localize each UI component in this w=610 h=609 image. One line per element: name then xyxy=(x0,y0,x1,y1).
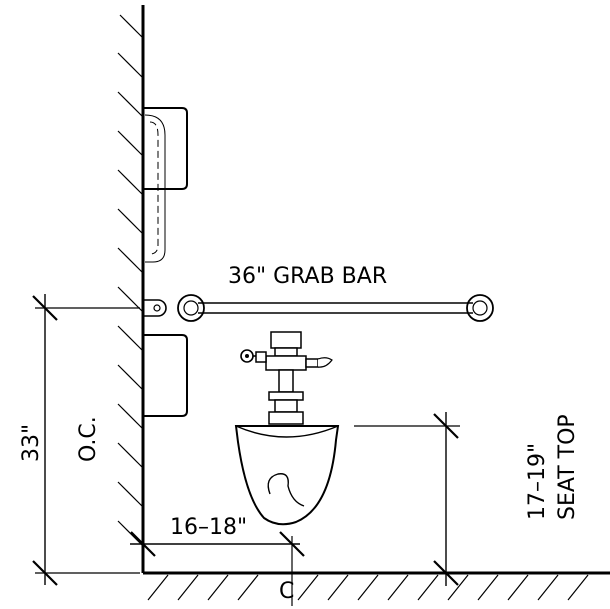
wall-flange xyxy=(143,299,167,317)
grab-bar-height-dimension xyxy=(32,294,140,586)
seat-height-dimension xyxy=(433,412,459,586)
paper-dispenser xyxy=(143,107,188,263)
centerline-dimension-value: 16–18" xyxy=(170,515,247,540)
centerline-symbol: C xyxy=(279,536,294,606)
floor-hatching xyxy=(147,574,589,601)
flush-handle xyxy=(240,349,256,363)
seat-cover-dispenser xyxy=(143,334,188,417)
flush-valve xyxy=(255,331,333,425)
seat-height-reference: SEAT TOP xyxy=(555,414,580,520)
grab-bar-height-value: 33" xyxy=(19,424,44,462)
wall-hatching xyxy=(117,14,143,546)
seat-height-value: 17–19" xyxy=(525,443,550,520)
grab-bar xyxy=(177,294,494,322)
grab-bar-height-reference: O.C. xyxy=(76,416,101,462)
toilet-bowl xyxy=(234,425,340,526)
grab-bar-label: 36" GRAB BAR xyxy=(228,264,387,289)
centerline-mark: C xyxy=(279,579,294,604)
